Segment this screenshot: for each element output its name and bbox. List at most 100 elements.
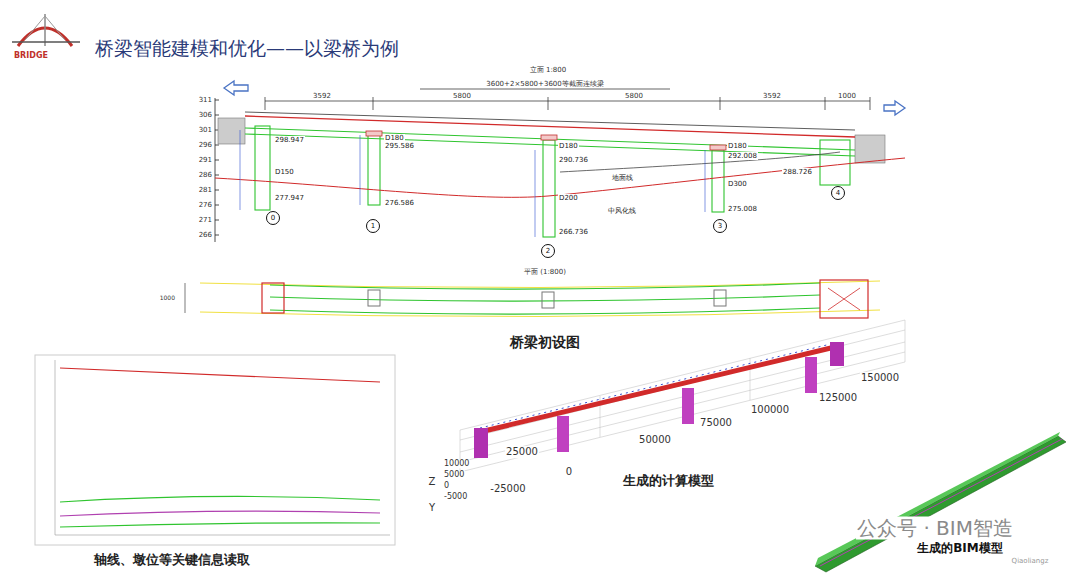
scale-value: 301 [199, 126, 212, 134]
axis-tick: 10000 [443, 459, 470, 468]
axis-plot-panel [60, 496, 380, 502]
axis-tick: 0 [443, 481, 450, 490]
elevation-scale [215, 220, 219, 221]
abutment-hatch [855, 135, 885, 163]
elevation-value: 290.736 [558, 156, 589, 164]
pier-number-circle: 2 [541, 244, 555, 258]
elevation-value: 276.586 [384, 199, 415, 207]
figure-caption: 桥梁初设图 [510, 334, 580, 350]
pier-and-pile [712, 150, 724, 212]
pier-number-circle: 0 [266, 211, 280, 225]
calc-model [557, 416, 569, 452]
pier-and-pile [543, 140, 555, 237]
bim-model [815, 432, 1060, 566]
elevation-dimension [240, 130, 241, 210]
plan-view [820, 280, 868, 318]
calc-model-grid [460, 342, 905, 452]
pile-diameter: D150 [274, 168, 295, 176]
axis-tick: 5000 [443, 470, 465, 479]
elevation-value: 292.008 [727, 152, 758, 160]
axis-plot-panel [35, 355, 395, 545]
elevation-dimension [535, 150, 536, 237]
calc-model-grid [905, 320, 906, 362]
dimension-line [265, 101, 870, 102]
bim-model [815, 436, 1066, 572]
callout-number: 2 [546, 248, 550, 255]
bridge-logo [45, 16, 65, 40]
axis-plot-panel [60, 511, 380, 516]
abutment-hatch [218, 118, 245, 144]
bridge-logo [12, 14, 80, 46]
elevation-scale [215, 100, 219, 101]
bridge-logo [12, 41, 80, 43]
calc-model [474, 342, 844, 458]
pier-cap [710, 145, 726, 150]
plan-view [185, 283, 186, 313]
pier-and-pile [255, 126, 270, 210]
pier-number-circle: 1 [366, 219, 380, 233]
pier-and-pile [820, 140, 850, 185]
plan-view [270, 283, 820, 289]
callout-number: 0 [271, 215, 275, 222]
figure-caption: 轴线、墩位等关键信息读取 [94, 553, 250, 568]
bridge-logo [25, 16, 45, 40]
direction-arrow [224, 81, 248, 95]
scale-value: 286 [199, 171, 212, 179]
elevation-scale [215, 115, 219, 116]
plan-view [262, 283, 284, 313]
dimension: 1000 [837, 92, 857, 100]
plan-view [270, 308, 820, 314]
dimension: 1000 [159, 295, 176, 302]
axis-tick: -25000 [489, 483, 526, 495]
watermark: Qiaoliangz [1012, 557, 1049, 565]
elevation-value: 295.586 [384, 142, 415, 150]
calc-model [830, 342, 844, 366]
elevation-scale [215, 235, 219, 236]
axis-tick: -5000 [443, 492, 468, 501]
plan-view [542, 292, 554, 308]
elevation-value: 277.947 [274, 194, 305, 202]
dimension: 5800 [452, 92, 472, 100]
bridge-deck [245, 134, 855, 156]
elevation-value: 266.736 [558, 228, 589, 236]
elevation-scale [215, 160, 219, 161]
view-title: 平面 (1:800) [523, 268, 567, 276]
pier-and-pile [368, 135, 380, 205]
bridge-deck [245, 116, 855, 137]
axis-name: Y [428, 502, 436, 514]
scale-value: 296 [199, 141, 212, 149]
plan-view [270, 295, 820, 301]
axis-name: Z [428, 476, 437, 488]
callout-number: 1 [371, 223, 375, 230]
bridge-deck [245, 128, 855, 150]
dimension: 5800 [624, 92, 644, 100]
dimension-line [720, 97, 721, 110]
elevation-scale [215, 175, 219, 176]
pier-cap [366, 131, 726, 150]
bim-model [815, 432, 1066, 572]
dimension-line [870, 97, 871, 110]
bridge-deck [245, 112, 855, 156]
figure-caption: 生成的计算模型 [623, 474, 714, 489]
calc-model [480, 347, 835, 432]
pile-diameter: D200 [558, 194, 579, 202]
pile-diameter: D180 [384, 134, 405, 142]
axis-plot-panel [55, 360, 56, 535]
scale-value: 281 [199, 186, 212, 194]
elevation-value: 288.726 [782, 168, 813, 176]
pile-diameter: D180 [727, 142, 748, 150]
scale-value: 266 [199, 231, 212, 239]
bim-model [820, 439, 1062, 566]
plan-view [185, 280, 880, 318]
plan-view [828, 288, 860, 310]
dimension-line [373, 97, 374, 110]
ground-line [215, 152, 905, 197]
callout-number: 3 [718, 223, 722, 230]
pile-diameter: D180 [558, 142, 579, 150]
plan-view [368, 290, 380, 306]
pier-cap [541, 135, 557, 140]
direction-arrow [884, 101, 905, 115]
calc-model-grid [460, 320, 905, 472]
view-title: 立面 1:800 [529, 66, 567, 74]
axis-tick: 75000 [699, 417, 733, 429]
